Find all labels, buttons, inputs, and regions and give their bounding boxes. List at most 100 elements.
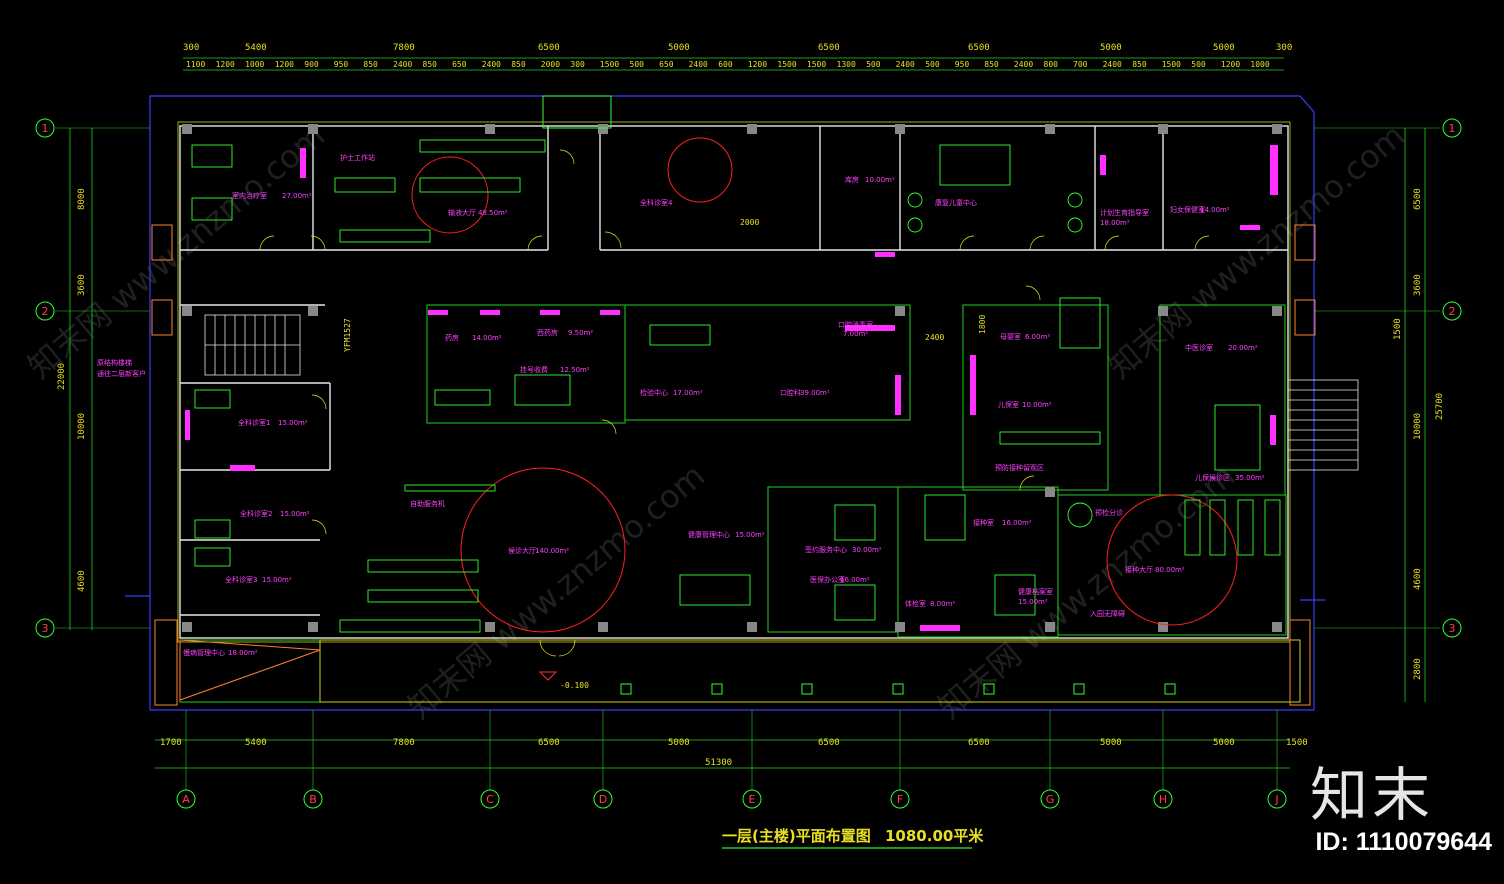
dim-left: 8000 <box>77 188 87 210</box>
dim-top-minor: 1500 <box>600 60 619 69</box>
room-label: 预防接种留观区 <box>995 463 1044 472</box>
room-label: 全科诊室2 <box>240 509 272 518</box>
dim-top-minor: 850 <box>984 60 999 69</box>
room-label: 中医诊室 <box>1185 343 1213 352</box>
dim-top-minor: 2000 <box>541 60 560 69</box>
interior-partitions <box>179 304 1301 703</box>
room-area: 20.00m² <box>1228 344 1258 352</box>
parking-markers <box>620 683 1176 695</box>
dim-top-minor: 2400 <box>1103 60 1122 69</box>
axis-label: H <box>1159 793 1167 806</box>
stair-left <box>204 314 301 376</box>
axis-label: F <box>897 793 903 806</box>
dim-top: 5400 <box>245 43 267 53</box>
axis-label: E <box>749 793 756 806</box>
room-area: 140.00m² <box>535 547 569 555</box>
dim-top-minor: 500 <box>925 60 940 69</box>
dimension-frame <box>69 57 1426 769</box>
axis-bubble: F <box>890 789 910 809</box>
dim-top: 6500 <box>538 43 560 53</box>
brand-logo: 知末 <box>1309 761 1434 829</box>
dim-top-minor: 500 <box>1191 60 1206 69</box>
room-label: 计划生育指导室 <box>1100 208 1149 217</box>
axis-bubble: A <box>176 789 196 809</box>
room-label: 室内治疗室 <box>232 191 267 200</box>
dim-right: 3600 <box>1413 274 1423 296</box>
dim-top: 6500 <box>968 43 990 53</box>
room-area: 18.00m² <box>1100 219 1130 227</box>
dim-top-minor: 1000 <box>245 60 264 69</box>
room-area: 16.00m² <box>840 576 870 584</box>
dim-top-minor: 2400 <box>393 60 412 69</box>
bottom-dimensions: 1700 5400 7800 6500 5000 6500 6500 5000 … <box>160 738 1308 768</box>
axis-label: J <box>1274 793 1278 806</box>
room-label: 预检分诊 <box>1095 508 1123 517</box>
top-dimensions: 300 5400 7800 6500 5000 6500 6500 5000 5… <box>183 43 1292 53</box>
dim-bottom: 5000 <box>668 738 690 748</box>
dim-top-minor: 850 <box>511 60 526 69</box>
columns <box>182 124 1282 632</box>
triangle-room <box>179 639 321 701</box>
room-label: 妇女保健室 <box>1170 205 1205 214</box>
dim-bottom: 6500 <box>968 738 990 748</box>
axis-bubble: G <box>1040 789 1060 809</box>
room-area: 15.00m² <box>278 419 308 427</box>
room-area: 14.00m² <box>1200 206 1230 214</box>
dim-top-minor: 1200 <box>1221 60 1240 69</box>
door-code: YFM1527 <box>343 318 352 352</box>
furniture <box>191 139 1281 633</box>
dim-top-minor: 850 <box>1132 60 1147 69</box>
dim-top-minor: 500 <box>630 60 645 69</box>
axis-label: C <box>486 793 494 806</box>
dim-top-minor: 1500 <box>1162 60 1181 69</box>
room-label: 挂号收费 <box>520 365 548 374</box>
axis-label: 3 <box>1449 622 1456 635</box>
dim-left: 10000 <box>77 413 87 440</box>
dim-bottom: 5000 <box>1213 738 1235 748</box>
dim-top-minor: 1500 <box>777 60 796 69</box>
dim-left: 3600 <box>77 274 87 296</box>
dim-right: 1500 <box>1393 318 1403 340</box>
drawing-title: 一层(主楼)平面布置图 1080.00平米 <box>722 827 984 849</box>
dim-bottom: 6500 <box>538 738 560 748</box>
dim-top-minor: 500 <box>866 60 881 69</box>
dim-top-minor: 1200 <box>748 60 767 69</box>
dim-top-minor: 1000 <box>1250 60 1269 69</box>
watermark-text: 知末网 www.znzmo.com <box>401 456 712 726</box>
dim-top-minor: 800 <box>1044 60 1059 69</box>
room-label: 口腔科 <box>780 388 801 397</box>
room-area: 6.00m² <box>1025 333 1050 341</box>
dim-right: 10000 <box>1413 413 1423 440</box>
dim-top-minor: 2400 <box>689 60 708 69</box>
title-area: 1080.00平米 <box>885 827 984 845</box>
room-area: 16.00m² <box>1002 519 1032 527</box>
dim-top: 5000 <box>1100 43 1122 53</box>
right-dimensions: 6500 3600 1500 10000 4600 2800 25700 <box>1393 188 1445 680</box>
axis-label: 3 <box>42 622 49 635</box>
room-label: 健康档案室 <box>1018 587 1053 596</box>
watermark-text: 知末网 www.znzmo.com <box>931 456 1242 726</box>
axis-label: 1 <box>1449 122 1456 135</box>
zone-circles <box>411 137 1238 633</box>
id-tag: ID: 1110079644 <box>1315 828 1492 856</box>
room-label: 候诊大厅 <box>508 546 536 555</box>
axis-bubble: 3 <box>1442 618 1462 638</box>
dim-note: 2400 <box>925 333 944 342</box>
axis-bubble: B <box>303 789 323 809</box>
room-area: 30.00m² <box>852 546 882 554</box>
dim-top-minor: 900 <box>304 60 319 69</box>
door-swings <box>259 149 1210 657</box>
dim-bottom: 6500 <box>818 738 840 748</box>
dim-bottom: 7800 <box>393 738 415 748</box>
room-area: 9.50m² <box>568 329 593 337</box>
dim-bottom: 1500 <box>1286 738 1308 748</box>
side-note: 原结构楼梯 <box>97 358 132 367</box>
room-area: 14.00m² <box>472 334 502 342</box>
dim-right-total: 25700 <box>1435 393 1445 420</box>
dim-note: 1800 <box>978 315 987 334</box>
axis-bubble: C <box>480 789 500 809</box>
dim-top: 7800 <box>393 43 415 53</box>
room-label: 护士工作站 <box>340 153 375 162</box>
dim-top-minor: 1500 <box>807 60 826 69</box>
dim-top: 300 <box>1276 43 1292 53</box>
